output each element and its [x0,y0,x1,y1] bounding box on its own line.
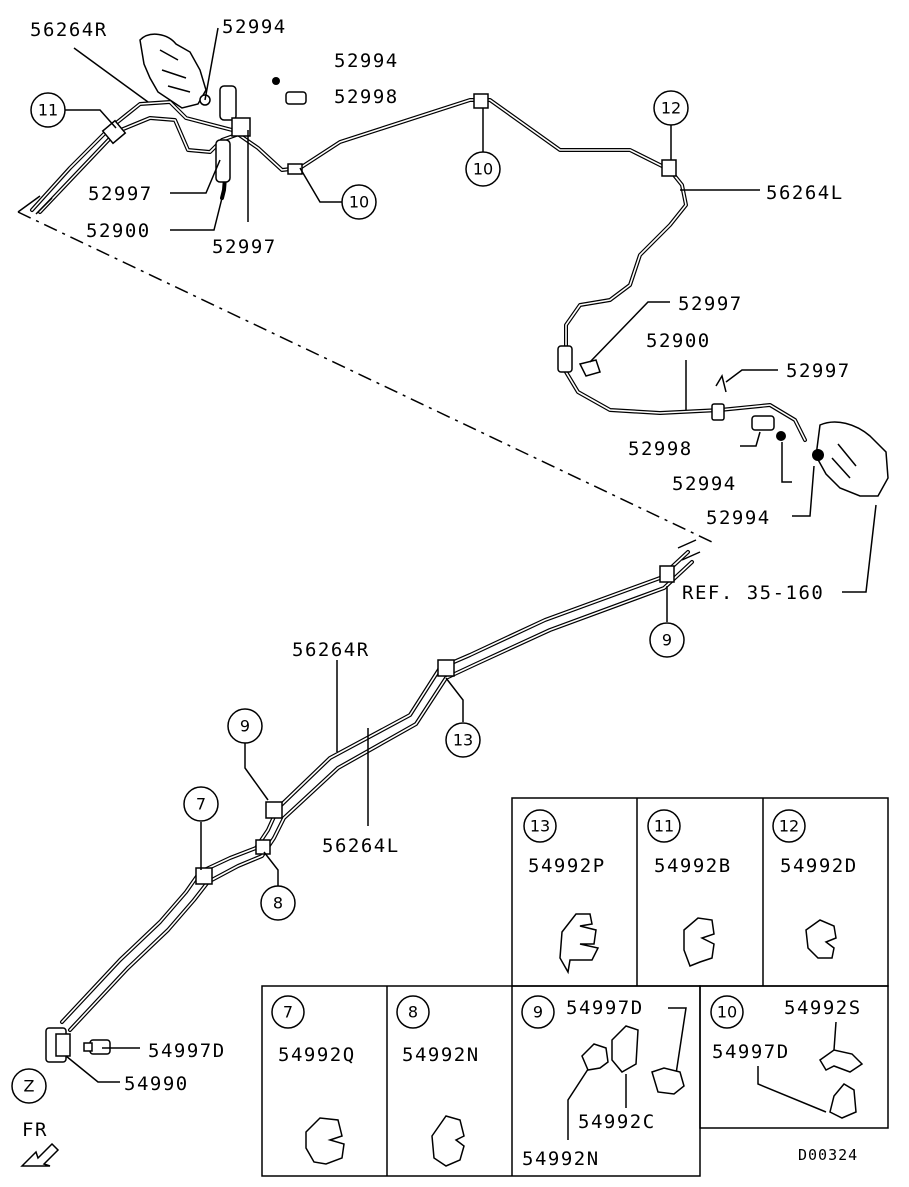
clip-icon [431,1115,465,1167]
callouts: 11 12 10 10 9 13 9 7 8 Z [11,90,689,1104]
label-52900-right: 52900 [646,330,711,352]
table-callout-7: 7 [283,1003,293,1022]
callout-10-a: 10 [349,193,369,212]
table-part-54992P: 54992P [528,855,606,877]
label-56264L-mid: 56264L [322,835,400,857]
label-52994-top-a: 52994 [222,16,287,38]
front-arrow-icon [20,1142,60,1167]
label-52994-right-b: 52994 [706,507,771,529]
clip-icon [611,1025,639,1073]
label-54997D-front: 54997D [148,1040,226,1062]
front-brake-pipes [60,539,701,1032]
callout-10-b: 10 [473,160,493,179]
label-52998-right: 52998 [628,438,693,460]
left-caliper [139,33,307,183]
table-callout-9: 9 [533,1003,543,1022]
bolt-icon [651,1067,685,1095]
callout-11: 11 [38,101,58,120]
clip-icon [805,919,837,959]
washer-icon [272,77,280,85]
diagram-code: D00324 [798,1146,858,1164]
table-part-54992N-9: 54992N [522,1148,600,1170]
clip-icon [819,1049,864,1073]
label-54990: 54990 [124,1073,189,1095]
label-52998-top: 52998 [334,86,399,108]
callout-9-b: 9 [240,717,250,736]
label-ref: REF. 35-160 [682,582,824,604]
leader-lines [63,27,877,1083]
clip-icon [559,913,600,975]
table-part-54992S: 54992S [784,997,862,1019]
table-part-54992D: 54992D [780,855,858,877]
washer-icon [812,449,824,461]
callout-9-a: 9 [662,631,672,650]
table-part-54992N: 54992N [402,1044,480,1066]
table-part-54992B: 54992B [654,855,732,877]
table-callout-11: 11 [654,817,674,836]
zone-connector-line [17,211,713,543]
label-52997-top-a: 52997 [88,183,153,205]
rear-brake-pipes [17,98,807,442]
table-part-54997D-10: 54997D [712,1041,790,1063]
label-52997-right-a: 52997 [678,293,743,315]
label-52994-right-a: 52994 [672,473,737,495]
label-56264L-right: 56264L [766,182,844,204]
callout-7: 7 [196,795,206,814]
label-56264R-mid: 56264R [292,639,370,661]
table-part-54997D-9: 54997D [566,997,644,1019]
callout-13: 13 [453,731,473,750]
label-fr: FR [22,1119,48,1141]
junction-block [45,1027,111,1063]
table-callout-10: 10 [717,1003,737,1022]
label-56264R-top: 56264R [30,19,108,41]
bolt-icon [829,1083,857,1119]
callout-8: 8 [273,894,283,913]
table-callout-13: 13 [530,817,550,836]
table-callout-12: 12 [779,817,799,836]
label-52997-top-b: 52997 [212,236,277,258]
clip-icon [683,917,715,967]
callout-12: 12 [661,99,681,118]
clip-icon [305,1117,345,1165]
clip-parts-table: 13 54992P 11 54992B 12 54992D 7 54992Q 8… [261,797,889,1177]
washer-icon [776,431,786,441]
label-52997-right-b: 52997 [786,360,851,382]
label-52900-top: 52900 [86,220,151,242]
part-labels: 56264R 52994 52994 52998 52997 52900 529… [22,16,858,1164]
table-part-54992C: 54992C [578,1111,656,1133]
label-52994-top-b: 52994 [334,50,399,72]
table-part-54992Q: 54992Q [278,1044,356,1066]
zone-z-marker: Z [24,1077,35,1096]
table-callout-8: 8 [408,1003,418,1022]
clip-icon [581,1043,609,1071]
right-caliper [557,345,889,497]
